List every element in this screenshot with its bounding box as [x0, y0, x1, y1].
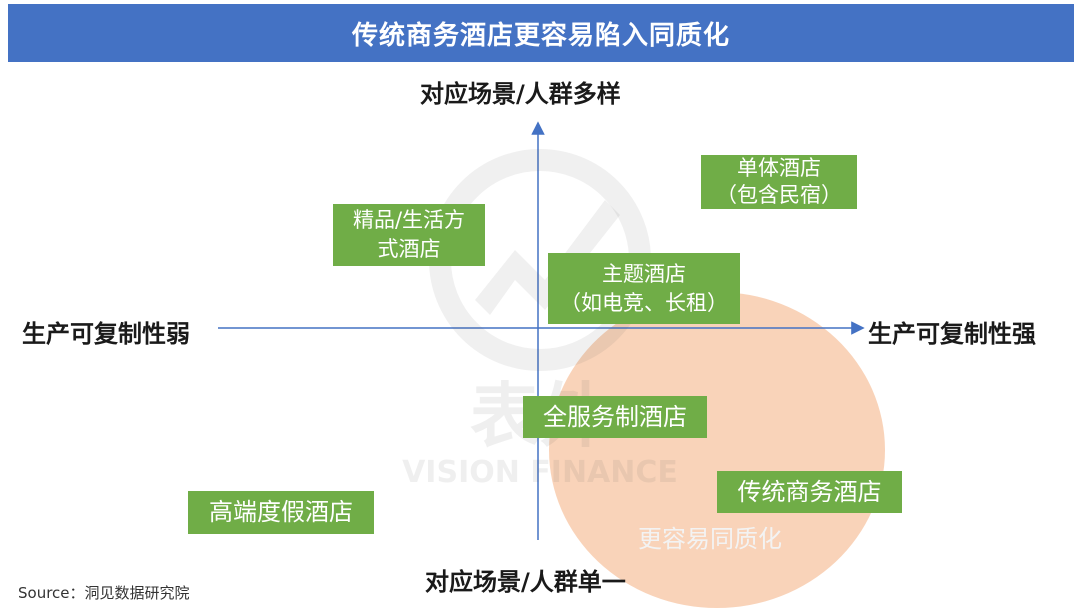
chart-title: 传统商务酒店更容易陷入同质化 [8, 4, 1074, 62]
resort-hotel-box: 高端度假酒店 [188, 491, 374, 534]
boutique-hotel-label-line1: 精品/生活方 [352, 208, 466, 232]
single-hotel-label-line2: （包含民宿） [716, 183, 842, 207]
business-hotel-label: 传统商务酒店 [737, 477, 882, 506]
theme-hotel-box: 主题酒店 （如电竞、长租） [548, 253, 740, 324]
single-hotel-box: 单体酒店 （包含民宿） [701, 155, 857, 209]
boutique-hotel-box: 精品/生活方 式酒店 [333, 204, 485, 266]
axis-label-right: 生产可复制性强 [868, 320, 1036, 348]
full-service-hotel-label: 全服务制酒店 [543, 402, 687, 431]
homogenization-label: 更容易同质化 [638, 525, 782, 553]
axis-label-bottom: 对应场景/人群单一 [425, 568, 626, 596]
theme-hotel-label-line2: （如电竞、长租） [560, 290, 728, 315]
resort-hotel-label: 高端度假酒店 [209, 498, 353, 526]
homogenization-ellipse [549, 292, 885, 608]
source-note: Source：洞见数据研究院 [18, 584, 190, 602]
full-service-hotel-box: 全服务制酒店 [523, 396, 707, 438]
theme-hotel-label-line1: 主题酒店 [602, 261, 686, 286]
boutique-hotel-label-line2: 式酒店 [377, 237, 441, 261]
axis-label-left: 生产可复制性弱 [22, 320, 190, 348]
business-hotel-box: 传统商务酒店 [717, 471, 902, 513]
axis-label-top: 对应场景/人群多样 [420, 80, 621, 108]
single-hotel-label-line1: 单体酒店 [737, 156, 821, 180]
